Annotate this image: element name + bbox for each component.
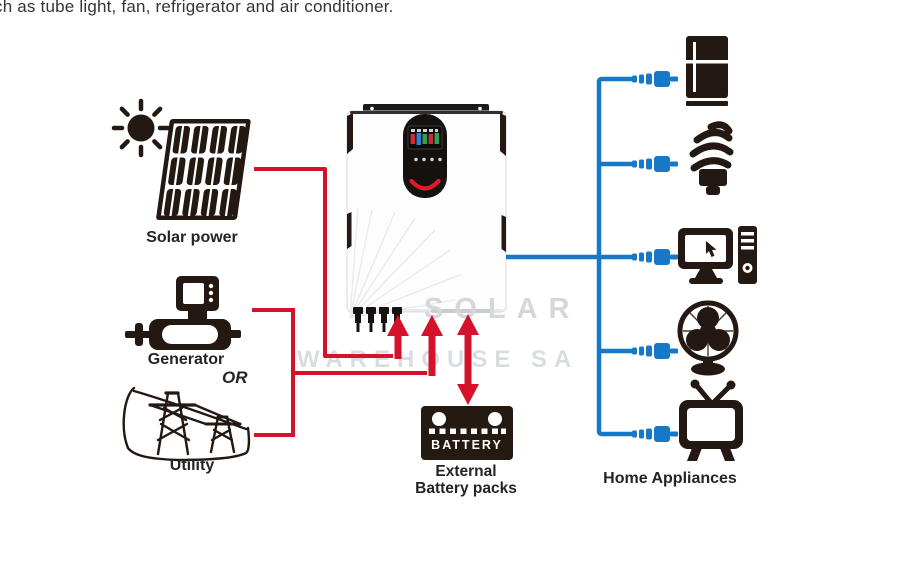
cfl-bulb-icon [689, 121, 734, 195]
caption-text: ch as tube light, fan, refrigerator and … [0, 0, 394, 16]
power-plug-icon [632, 156, 678, 172]
refrigerator-icon [686, 36, 728, 106]
blue-output-lines [506, 76, 633, 437]
inverter-terminals [353, 307, 402, 332]
sun-icon [111, 98, 171, 158]
label-external-line1: External [435, 463, 497, 480]
fan-icon [677, 300, 739, 376]
label-generator: Generator [147, 351, 225, 368]
battery-panel-text: BATTERY [431, 438, 503, 452]
red-input-lines [252, 167, 427, 437]
inverter-buttons [414, 157, 442, 162]
solar-panel-icon [156, 119, 251, 220]
tv-icon [679, 379, 743, 461]
power-plug-icon [632, 249, 678, 265]
utility-pylons-icon [122, 386, 251, 462]
inverter-display [407, 125, 443, 150]
watermark-text-line1: SOLAR [424, 293, 581, 325]
power-plug-icon [632, 426, 678, 442]
label-external-battery: External Battery packs [396, 463, 536, 497]
label-utility: Utility [169, 457, 215, 474]
label-external-line2: Battery packs [415, 480, 517, 497]
power-plug-icon [632, 71, 678, 87]
generator-icon [125, 276, 241, 350]
power-plug-icon [632, 343, 678, 359]
inverter-status-light [409, 178, 441, 191]
label-home-appliances: Home Appliances [603, 470, 737, 487]
label-or: OR [222, 368, 248, 387]
label-solar-power: Solar power [146, 229, 238, 246]
computer-icon [678, 226, 757, 284]
watermark-text-line2: WAREHOUSE SA [297, 346, 579, 373]
